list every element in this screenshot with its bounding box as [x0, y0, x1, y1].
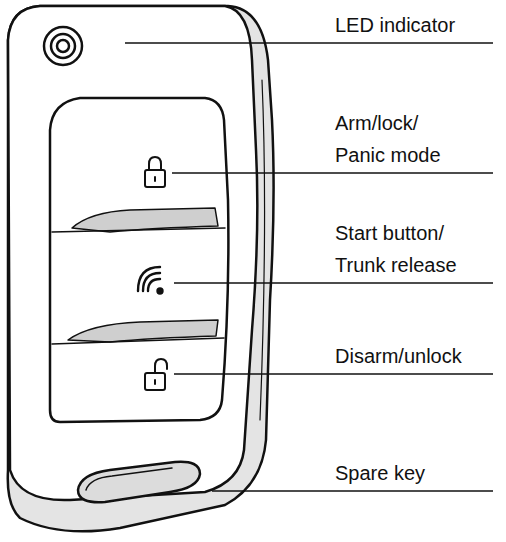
- leader-line: [125, 42, 493, 43]
- unlock-icon: [145, 359, 167, 390]
- spare-key-button: [86, 468, 172, 490]
- button-edge: [52, 338, 224, 344]
- led-indicator: [57, 40, 69, 52]
- fob-shell: [8, 6, 274, 531]
- led-indicator: [51, 34, 75, 58]
- part-label: Arm/lock/ Panic mode: [335, 107, 457, 171]
- part-label: Disarm/unlock: [335, 340, 500, 372]
- fob-front-face: [8, 6, 257, 500]
- part-label: Start button/ Trunk release: [335, 217, 475, 281]
- side-edge: [260, 80, 265, 420]
- lock-icon: [145, 157, 165, 187]
- leader-line: [174, 373, 493, 374]
- leader-line: [174, 282, 493, 283]
- remote-start-icon: [138, 267, 163, 294]
- part-label: Spare key: [335, 457, 500, 489]
- button-edge: [52, 228, 225, 232]
- leader-line: [172, 172, 493, 173]
- spare-key-button: [78, 462, 200, 503]
- leader-lines: [125, 43, 493, 491]
- part-label: LED indicator: [335, 9, 500, 41]
- leader-line: [212, 490, 493, 491]
- led-indicator: [44, 27, 82, 65]
